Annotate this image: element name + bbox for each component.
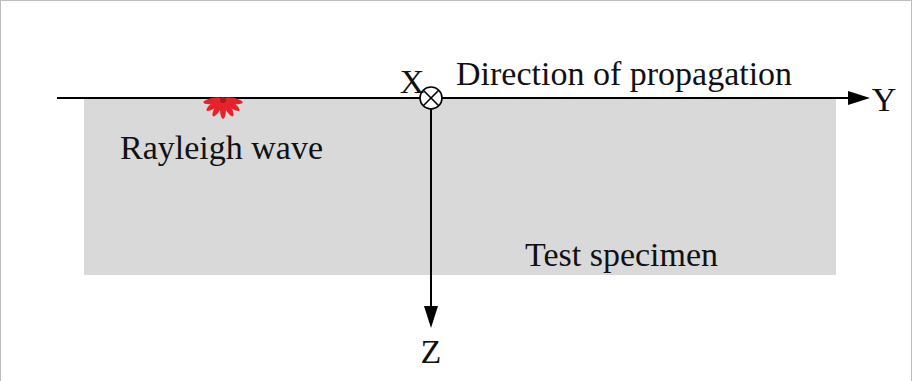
specimen-label: Test specimen xyxy=(525,238,718,272)
y-axis-arrowhead xyxy=(848,91,870,105)
direction-label: Direction of propagation xyxy=(456,57,792,91)
z-axis-line xyxy=(430,109,432,310)
specimen-block xyxy=(84,98,836,275)
y-axis-line xyxy=(57,97,852,99)
wave-label: Rayleigh wave xyxy=(120,131,323,165)
rayleigh-wave-symbol xyxy=(203,96,243,119)
axis-label: Z xyxy=(421,335,442,369)
z-axis-arrowhead xyxy=(424,306,438,328)
axis-label: Y xyxy=(872,83,897,117)
axis-label: X xyxy=(400,65,425,99)
specimen-block: Rayleigh waveTest specimen xyxy=(84,98,836,275)
